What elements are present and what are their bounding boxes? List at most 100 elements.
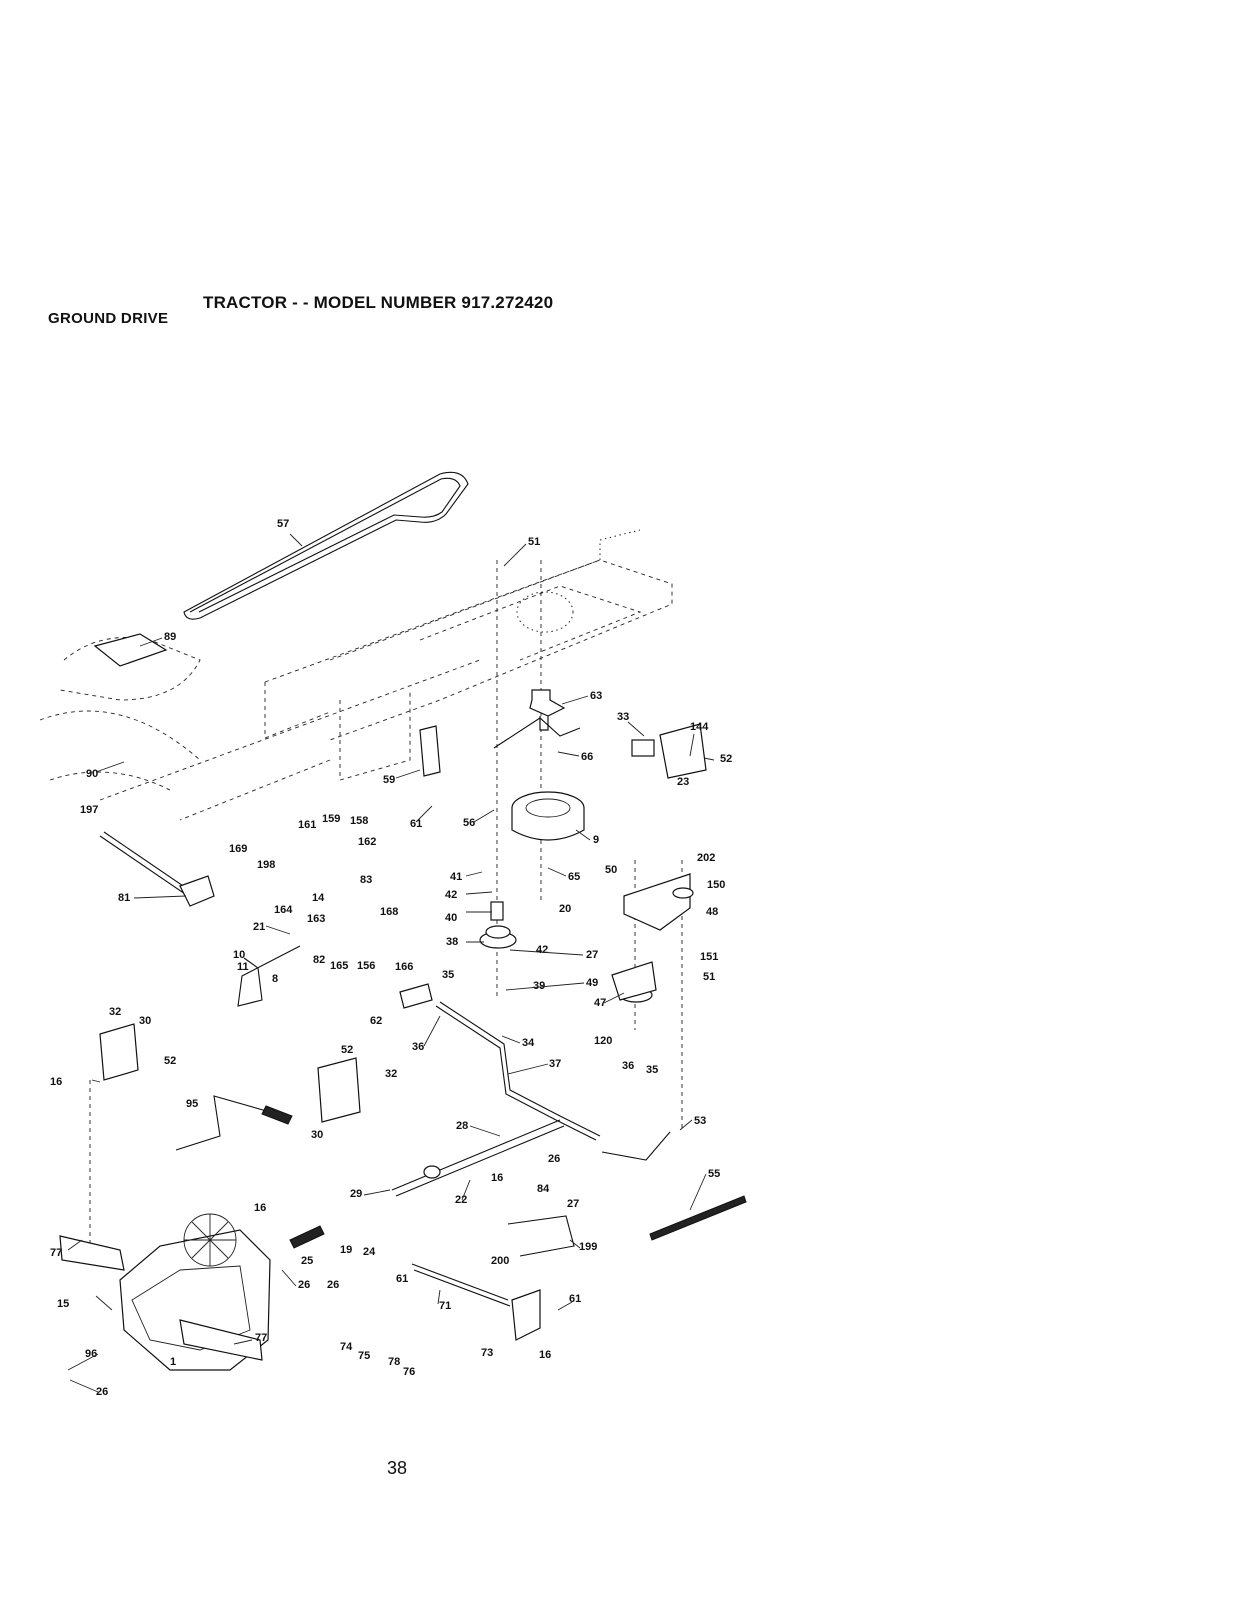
callout: 151 — [700, 951, 718, 963]
callout: 197 — [80, 804, 98, 816]
callout: 150 — [707, 879, 725, 891]
callout: 40 — [445, 912, 457, 924]
spindle-pulley — [529, 689, 566, 731]
callout: 161 — [298, 819, 316, 831]
rod-53 — [601, 1131, 671, 1161]
tractor-frame — [99, 529, 673, 821]
callout: 62 — [370, 1015, 382, 1027]
callout: 51 — [528, 536, 540, 548]
callout: 15 — [57, 1298, 69, 1310]
transaxle — [59, 1213, 271, 1371]
callout: 41 — [450, 871, 462, 883]
callout: 28 — [456, 1120, 468, 1132]
page-number: 38 — [387, 1458, 408, 1478]
callout: 156 — [357, 960, 375, 972]
callout: 162 — [358, 836, 376, 848]
callout: 29 — [350, 1188, 362, 1200]
callout: 14 — [312, 892, 325, 904]
callout: 61 — [396, 1273, 408, 1285]
idler-pulley — [479, 901, 517, 949]
pto-clutch — [511, 791, 585, 841]
callout: 25 — [301, 1255, 313, 1267]
callout: 74 — [340, 1341, 353, 1353]
callout: 169 — [229, 843, 247, 855]
callout: 27 — [567, 1198, 579, 1210]
callout: 30 — [311, 1129, 323, 1141]
callout: 16 — [539, 1349, 551, 1361]
callout: 10 — [233, 949, 245, 961]
drive-belt — [183, 471, 469, 620]
callout: 49 — [586, 977, 598, 989]
bracket-73 — [511, 1289, 541, 1341]
callout: 24 — [363, 1246, 376, 1258]
callout: 81 — [118, 892, 130, 904]
callout: 75 — [358, 1350, 370, 1362]
callout: 76 — [403, 1366, 415, 1378]
callout: 52 — [720, 753, 732, 765]
callout-labels: 57 51 89 63 33 144 66 52 90 59 23 197 16… — [50, 518, 732, 1398]
callout: 66 — [581, 751, 593, 763]
callout: 1 — [170, 1356, 176, 1368]
lever-8 — [237, 945, 301, 1007]
callout: 96 — [85, 1348, 97, 1360]
callout: 16 — [50, 1076, 62, 1088]
callout: 63 — [590, 690, 602, 702]
mounting-bracket-23 — [631, 723, 707, 779]
link-71 — [411, 1263, 511, 1307]
callout: 26 — [96, 1386, 108, 1398]
callout: 65 — [568, 871, 580, 883]
callout: 30 — [139, 1015, 151, 1027]
callout: 84 — [537, 1183, 550, 1195]
spring-25 — [289, 1225, 325, 1249]
callout: 165 — [330, 960, 348, 972]
bracket-199 — [507, 1215, 575, 1257]
callout: 27 — [586, 949, 598, 961]
bracket-30-center — [317, 1057, 361, 1123]
callout: 16 — [491, 1172, 503, 1184]
callout: 36 — [412, 1041, 424, 1053]
callout: 32 — [385, 1068, 397, 1080]
leader-lines — [67, 533, 715, 1393]
callout: 32 — [109, 1006, 121, 1018]
callout: 163 — [307, 913, 325, 925]
callout: 77 — [50, 1247, 62, 1259]
callout: 158 — [350, 815, 368, 827]
callout: 202 — [697, 852, 715, 864]
callout: 35 — [646, 1064, 658, 1076]
callout: 47 — [594, 997, 606, 1009]
callout: 55 — [708, 1168, 720, 1180]
brake-shaft-81 — [99, 831, 215, 907]
callout: 38 — [446, 936, 458, 948]
callout: 22 — [455, 1194, 467, 1206]
callout: 78 — [388, 1356, 400, 1368]
callout: 90 — [86, 768, 98, 780]
page-title: TRACTOR - - MODEL NUMBER 917.272420 — [203, 293, 554, 312]
callout: 36 — [622, 1060, 634, 1072]
section-heading: GROUND DRIVE — [48, 310, 169, 327]
callout: 9 — [593, 834, 599, 846]
callout: 20 — [559, 903, 571, 915]
rod-34-37 — [435, 1001, 601, 1141]
idler-bracket — [623, 873, 694, 931]
callout: 16 — [254, 1202, 266, 1214]
bracket-wire-66 — [493, 717, 581, 749]
callout: 37 — [549, 1058, 561, 1070]
callout: 52 — [341, 1044, 353, 1056]
callout: 159 — [322, 813, 340, 825]
callout: 61 — [410, 818, 422, 830]
rod-28-22 — [391, 1119, 565, 1197]
callout: 59 — [383, 774, 395, 786]
callout: 19 — [340, 1244, 352, 1256]
handle-95 — [175, 1095, 293, 1151]
callout: 8 — [272, 973, 278, 985]
callout: 23 — [677, 776, 689, 788]
callout: 42 — [536, 944, 548, 956]
callout: 26 — [298, 1279, 310, 1291]
callout: 50 — [605, 864, 617, 876]
bracket-59 — [419, 725, 441, 777]
callout: 26 — [327, 1279, 339, 1291]
callout: 52 — [164, 1055, 176, 1067]
bracket-30-left — [99, 1023, 139, 1081]
callout: 166 — [395, 961, 413, 973]
fender-outline — [39, 633, 201, 791]
